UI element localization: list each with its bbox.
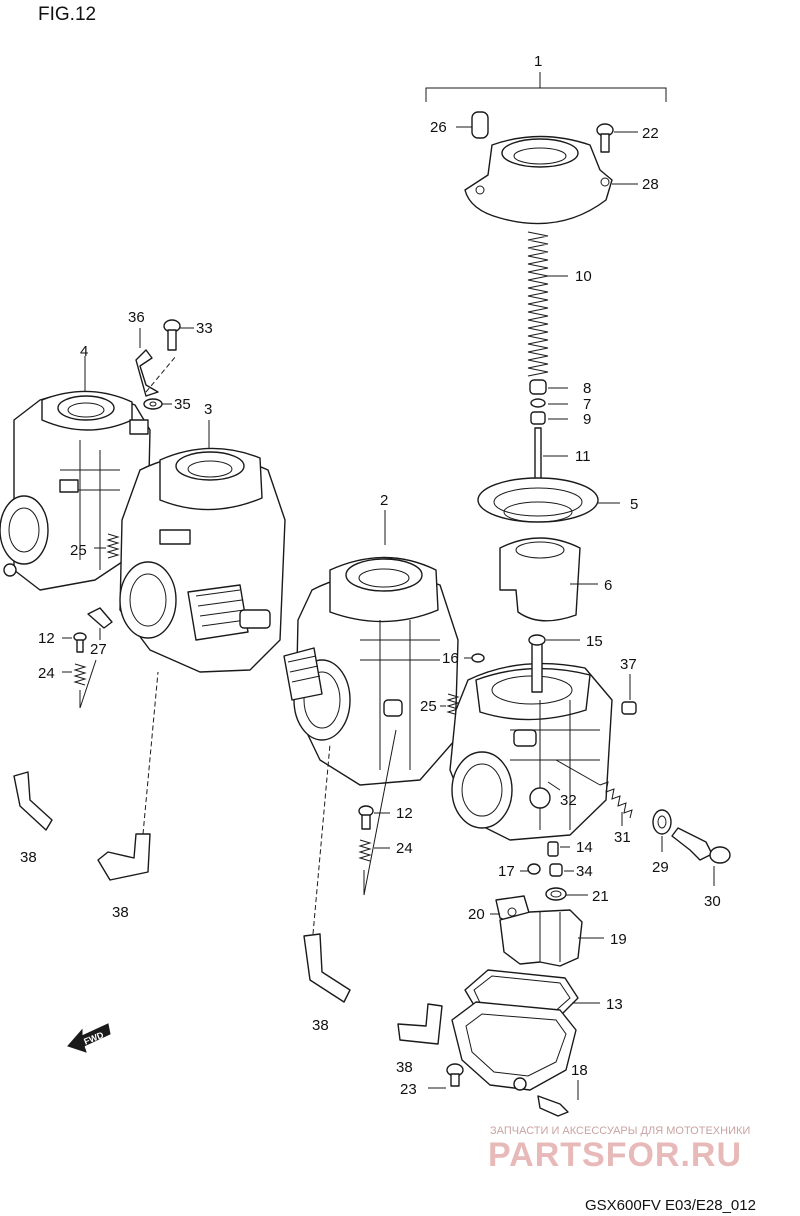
part-8-seat <box>529 379 568 395</box>
part-33-screw <box>163 319 194 351</box>
callout-7: 7 <box>583 396 591 413</box>
callout-25-center: 25 <box>420 698 437 715</box>
callout-18: 18 <box>571 1062 588 1079</box>
part-38-hose-c <box>303 743 351 1003</box>
callout-8: 8 <box>583 380 591 397</box>
part-group-1-bracket <box>425 72 667 102</box>
fwd-arrow-icon: FWD <box>67 1023 111 1053</box>
callout-22: 22 <box>642 125 659 142</box>
part-32-marker <box>547 781 561 791</box>
part-float-bowl <box>451 1001 577 1091</box>
carburetor-3 <box>119 420 286 673</box>
part-22-screw <box>596 123 638 153</box>
part-24-spring-left <box>62 659 97 709</box>
part-6-piston-valve <box>499 537 598 622</box>
part-37-bolt <box>621 674 637 715</box>
callout-9: 9 <box>583 411 591 428</box>
part-25-spring-center <box>440 693 460 716</box>
callout-20: 20 <box>468 906 485 923</box>
part-24-spring-center <box>358 729 397 896</box>
part-36-cable-stay <box>135 328 177 397</box>
part-16-o-ring <box>464 653 485 663</box>
part-28-top-cover <box>464 135 638 225</box>
part-27-screw <box>87 607 113 640</box>
carburetor-4 <box>0 356 151 591</box>
callout-29: 29 <box>652 859 669 876</box>
part-12-screw-center <box>358 805 390 830</box>
watermark: ЗАПЧАСТИ И АКСЕССУАРЫ ДЛЯ МОТОТЕХНИКИ PA… <box>488 1125 750 1174</box>
callout-26: 26 <box>430 119 447 136</box>
callout-38-d: 38 <box>396 1059 413 1076</box>
part-18-drain-screw <box>537 1080 579 1117</box>
callout-13: 13 <box>606 996 623 1013</box>
callout-10: 10 <box>575 268 592 285</box>
model-code: GSX600FV E03/E28_012 <box>585 1197 756 1214</box>
callout-11: 11 <box>575 448 591 465</box>
callout-38-b: 38 <box>112 904 129 921</box>
callout-3: 3 <box>204 401 212 418</box>
callout-17: 17 <box>498 863 515 880</box>
callout-6: 6 <box>604 577 612 594</box>
part-7-clip <box>530 398 568 408</box>
callout-24-left: 24 <box>38 665 55 682</box>
callout-5: 5 <box>630 496 638 513</box>
watermark-logo-text: PARTSFOR.RU <box>488 1136 742 1174</box>
part-34-jet <box>549 863 574 877</box>
fwd-label: FWD <box>82 1030 105 1047</box>
carburetor-2 <box>283 510 459 786</box>
callout-32: 32 <box>560 792 577 809</box>
callout-24-center: 24 <box>396 840 413 857</box>
part-15-tube <box>528 634 580 693</box>
callout-1: 1 <box>534 53 542 70</box>
part-31-adjust-screw <box>555 759 633 826</box>
callout-16: 16 <box>442 650 459 667</box>
part-38-hose-b <box>97 671 159 881</box>
part-38-hose-d <box>397 1003 443 1045</box>
callout-labels: 1 2 3 4 5 6 7 8 9 10 11 12 12 13 14 15 1… <box>20 53 721 1098</box>
callout-27: 27 <box>90 641 107 658</box>
callout-19: 19 <box>610 931 627 948</box>
callout-34: 34 <box>576 863 593 880</box>
part-35-washer <box>143 398 172 410</box>
part-12-screw-left <box>62 632 87 653</box>
part-14-jet <box>547 841 570 857</box>
callout-35: 35 <box>174 396 191 413</box>
callout-25-left: 25 <box>70 542 87 559</box>
callout-38-c: 38 <box>312 1017 329 1034</box>
figure-label: FIG.12 <box>38 4 96 25</box>
part-5-diaphragm <box>477 477 620 523</box>
part-23-screw <box>428 1063 464 1089</box>
callout-33: 33 <box>196 320 213 337</box>
part-10-spring <box>527 231 568 377</box>
callout-28: 28 <box>642 176 659 193</box>
callout-21: 21 <box>592 888 609 905</box>
callout-38-a: 38 <box>20 849 37 866</box>
callout-2: 2 <box>380 492 388 509</box>
part-26-pin <box>456 111 489 139</box>
part-9-washer <box>530 411 568 425</box>
callout-15: 15 <box>586 633 603 650</box>
callout-12-center: 12 <box>396 805 413 822</box>
callout-31: 31 <box>614 829 631 846</box>
carburetor-1-body <box>449 662 613 841</box>
part-17-jet <box>520 863 541 875</box>
part-21-o-ring <box>545 887 588 901</box>
callout-37: 37 <box>620 656 637 673</box>
part-25-spring-left <box>94 533 120 559</box>
part-29-washer <box>652 809 672 852</box>
callout-14: 14 <box>576 839 593 856</box>
callout-12-left: 12 <box>38 630 55 647</box>
callout-36: 36 <box>128 309 145 326</box>
part-30-pilot-screw <box>671 827 731 886</box>
callout-30: 30 <box>704 893 721 910</box>
part-bolt-left-edge <box>3 563 17 577</box>
part-19-float <box>499 909 604 967</box>
watermark-tagline: ЗАПЧАСТИ И АКСЕССУАРЫ ДЛЯ МОТОТЕХНИКИ <box>490 1125 750 1137</box>
part-38-hose-a <box>13 771 53 831</box>
callout-4: 4 <box>80 343 88 360</box>
callout-23: 23 <box>400 1081 417 1098</box>
